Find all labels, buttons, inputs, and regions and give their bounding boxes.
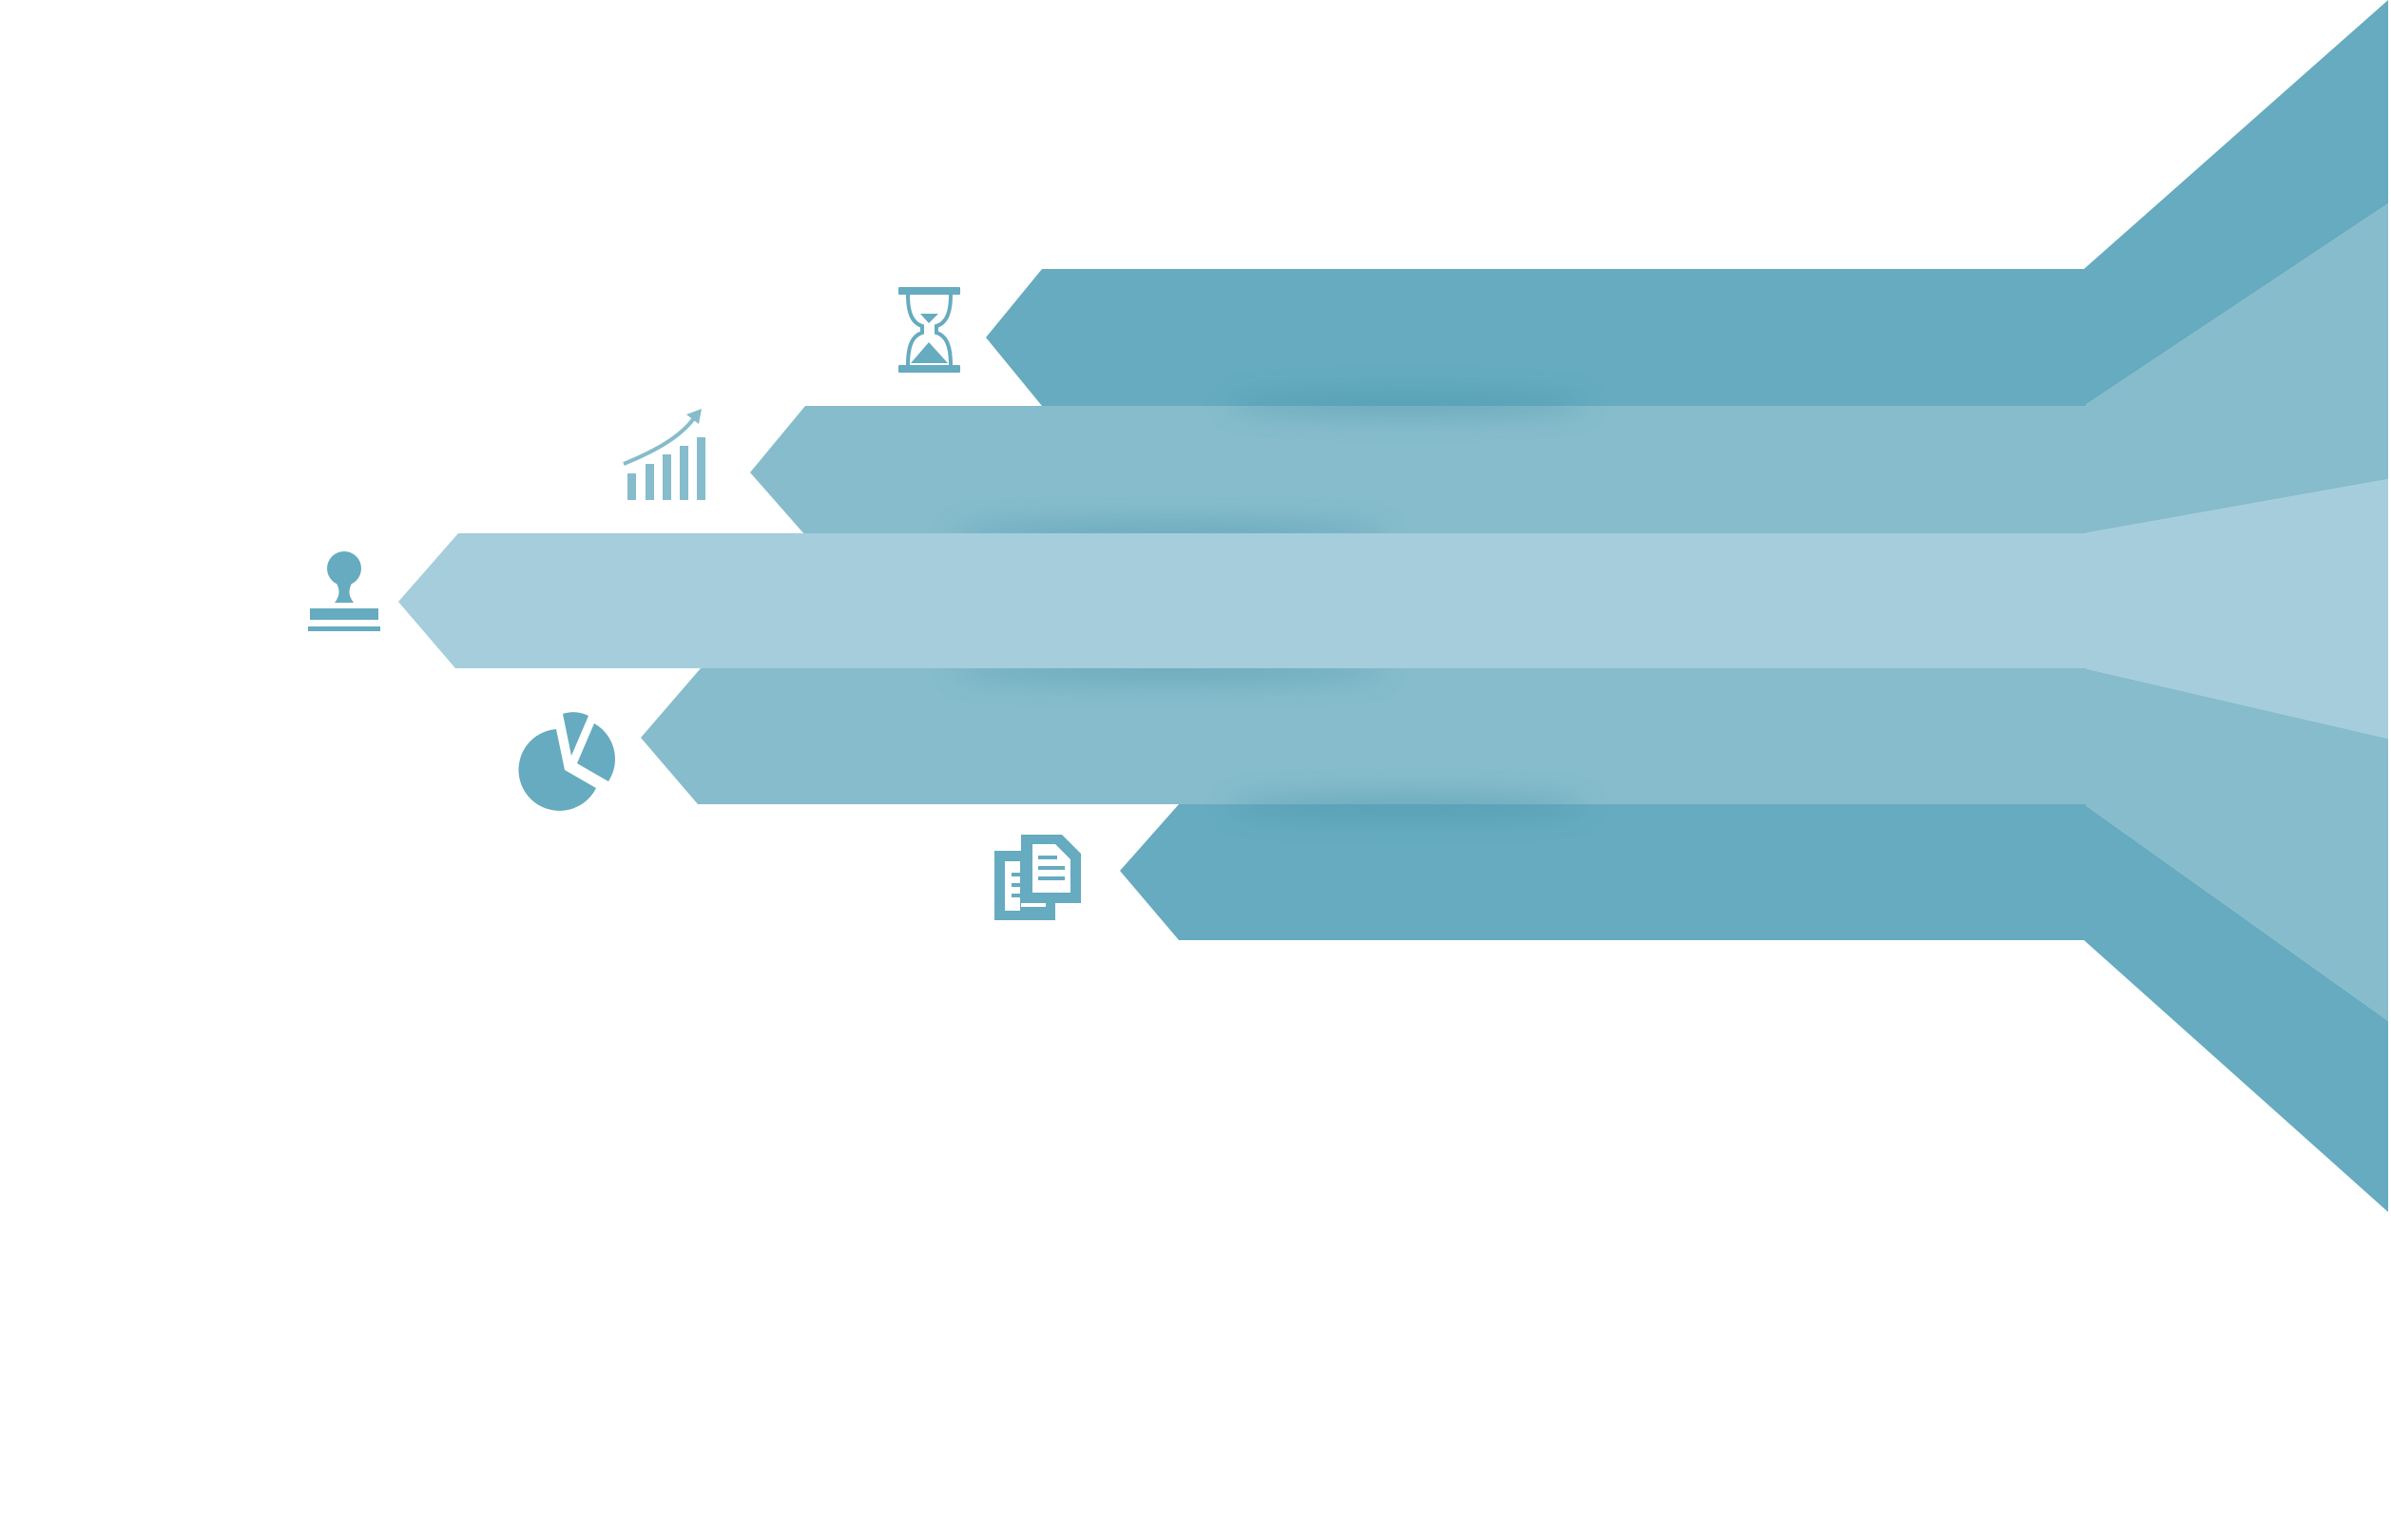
arrow-bands [398, 269, 2086, 940]
hourglass-icon [898, 287, 960, 373]
arrow-band-1 [986, 269, 2086, 406]
funnel-wedge-center-light [2084, 479, 2388, 739]
stamp-icon [308, 551, 380, 631]
funnel-wedge-bottom-dark [2084, 804, 2388, 1212]
band-shadow-1 [1226, 395, 1588, 413]
funnel-wedge-lower-medium [2084, 668, 2388, 1021]
funnel-wedges [2084, 0, 2388, 1212]
arrow-band-5 [1120, 804, 2086, 940]
arrow-band-4 [641, 668, 2086, 804]
growth-bar-chart-icon [623, 409, 705, 500]
arrow-band-3 [398, 533, 2086, 668]
documents-icon [994, 835, 1081, 920]
funnel-wedge-top-dark [2084, 0, 2388, 406]
pie-chart-icon [518, 712, 615, 811]
funnel-wedge-upper-medium [2084, 203, 2388, 533]
band-shadow-5 [1226, 798, 1588, 815]
arrow-band-2 [750, 406, 2086, 535]
